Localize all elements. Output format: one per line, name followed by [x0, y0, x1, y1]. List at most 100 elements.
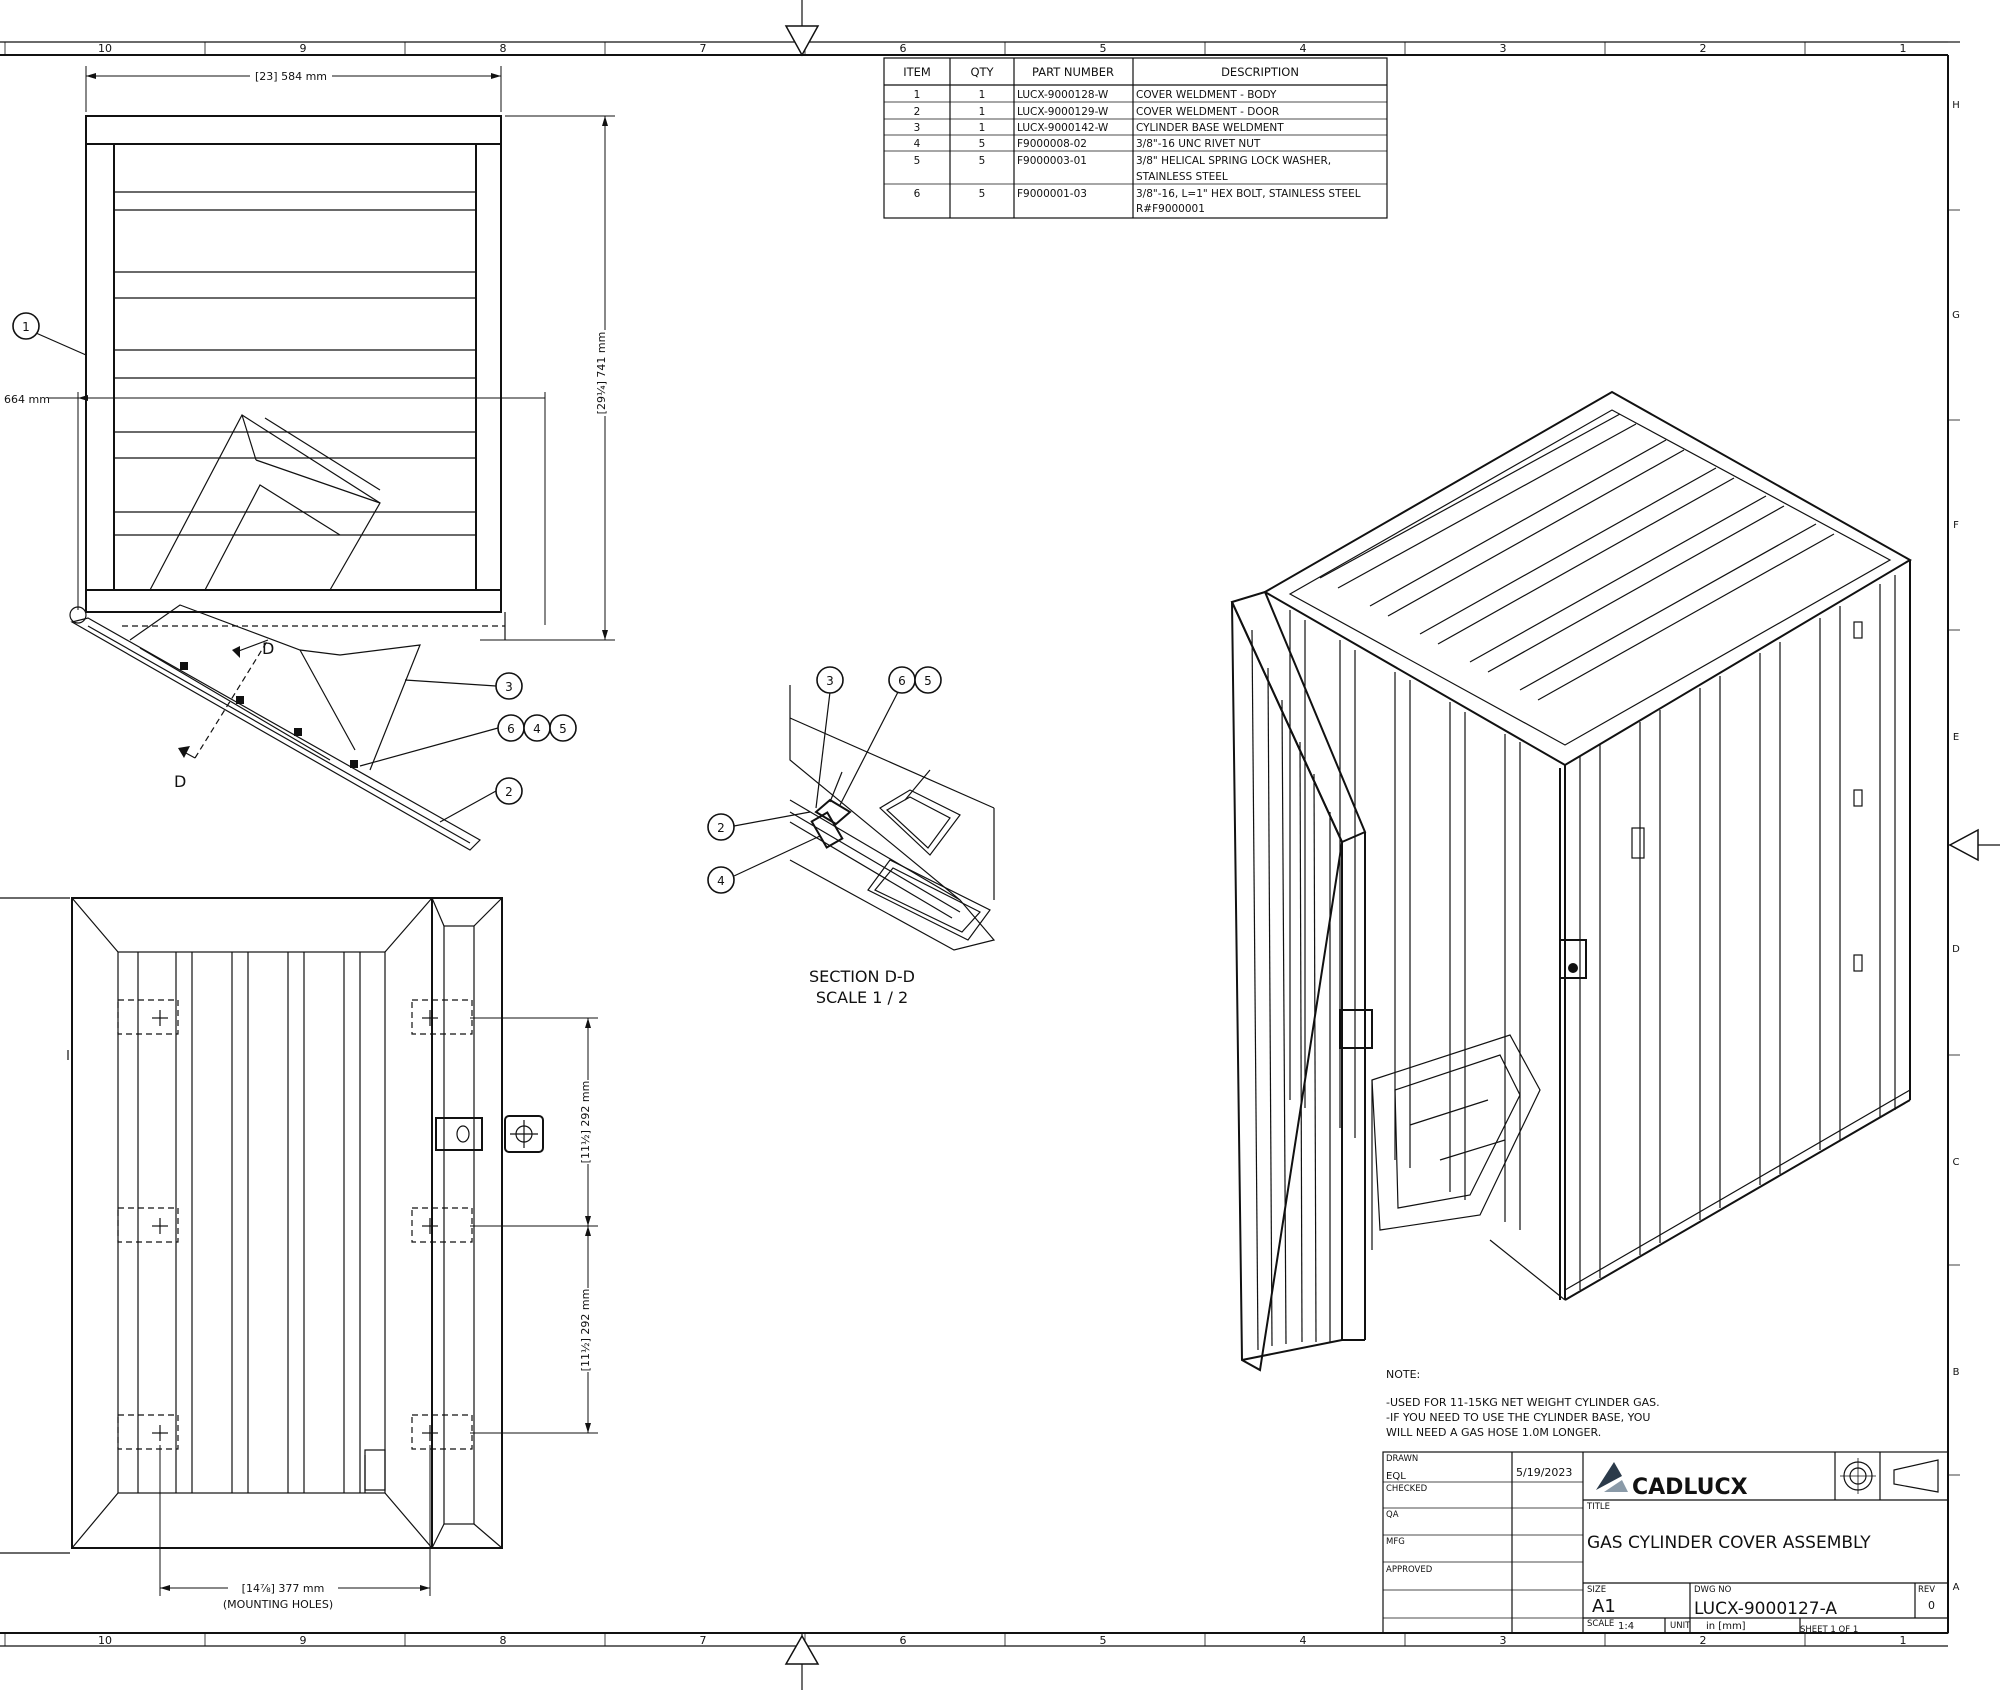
dim-upper: [11½] 292 mm — [579, 1081, 592, 1164]
section-scale: SCALE 1 / 2 — [816, 988, 908, 1007]
front-balloons: 1 3 6 4 5 2 — [12, 312, 577, 823]
projection-symbol-icon — [1840, 1458, 1939, 1494]
bottom-col-label: 1 — [1900, 1634, 1907, 1647]
bom-qty: 1 — [979, 89, 986, 101]
centering-mark-top — [784, 0, 820, 57]
bom-header-item: ITEM — [903, 65, 931, 79]
front-view: D D [23] 584 mm [29¼] 741 mm 664 mm — [0, 66, 615, 851]
bottom-col-label: 7 — [700, 1634, 707, 1647]
tb-rev: 0 — [1928, 1599, 1935, 1612]
tb-unit-label: UNIT — [1670, 1621, 1691, 1631]
balloon: 3 — [826, 674, 834, 688]
top-col-label: 2 — [1700, 42, 1707, 55]
bom-header-qty: QTY — [970, 65, 994, 79]
balloon: 4 — [533, 722, 541, 736]
tb-checked-label: CHECKED — [1386, 1484, 1428, 1494]
bom-part: F9000001-03 — [1017, 188, 1087, 200]
bom-part: F9000003-01 — [1017, 155, 1087, 167]
bottom-col-label: 8 — [500, 1634, 507, 1647]
drawing-title: GAS CYLINDER COVER ASSEMBLY — [1587, 1533, 1871, 1553]
bom-desc: COVER WELDMENT - BODY — [1136, 89, 1277, 101]
balloon: 5 — [559, 722, 567, 736]
bom-desc: CYLINDER BASE WELDMENT — [1136, 122, 1284, 134]
bom-qty: 5 — [979, 188, 986, 200]
balloon: 5 — [924, 674, 932, 688]
note-line: -USED FOR 11-15KG NET WEIGHT CYLINDER GA… — [1386, 1396, 1660, 1409]
bom-item: 5 — [914, 155, 921, 167]
bottom-col-label: 4 — [1300, 1634, 1307, 1647]
tb-size-label: SIZE — [1587, 1585, 1606, 1595]
row-label: C — [1953, 1157, 1960, 1168]
tb-scale-label: SCALE — [1587, 1619, 1614, 1629]
dim-height: [29¼] 741 mm — [595, 332, 608, 415]
top-view: [11½] 292 mm [11½] 292 mm [14⅞] 377 mm (… — [0, 897, 598, 1611]
row-label: D — [1952, 944, 1960, 955]
bom-part: F9000008-02 — [1017, 138, 1087, 150]
bottom-col-label: 9 — [300, 1634, 307, 1647]
row-label: G — [1952, 310, 1960, 321]
row-label: B — [1953, 1367, 1960, 1378]
row-label: E — [1953, 732, 1959, 743]
balloon: 6 — [898, 674, 906, 688]
balloon: 3 — [505, 680, 513, 694]
bottom-col-label: 6 — [900, 1634, 907, 1647]
note-block: NOTE: -USED FOR 11-15KG NET WEIGHT CYLIN… — [1386, 1368, 1660, 1439]
top-col-label: 8 — [500, 42, 507, 55]
bom-item: 4 — [914, 138, 921, 150]
bom-header-part: PART NUMBER — [1032, 65, 1114, 79]
tb-rev-label: REV — [1918, 1585, 1935, 1595]
section-view: 3 6 5 2 4 SECTION D-D SCALE 1 / 2 — [707, 666, 996, 1007]
bottom-col-label: 3 — [1500, 1634, 1507, 1647]
centering-mark-bottom — [784, 1633, 820, 1690]
bom-qty: 5 — [979, 138, 986, 150]
top-col-label: 7 — [700, 42, 707, 55]
top-col-label: 6 — [900, 42, 907, 55]
top-col-label: 3 — [1500, 42, 1507, 55]
balloon: 6 — [507, 722, 515, 736]
bom-desc: R#F9000001 — [1136, 203, 1205, 215]
dim-holes-note: (MOUNTING HOLES) — [223, 1598, 333, 1611]
top-col-label: 10 — [98, 42, 112, 55]
tb-mfg-label: MFG — [1386, 1537, 1405, 1547]
bom-item: 2 — [914, 106, 921, 118]
balloon: 2 — [717, 821, 725, 835]
tb-drawn-label: DRAWN — [1386, 1454, 1418, 1464]
company-name: CADLUCX — [1632, 1475, 1748, 1500]
dim-holes: [14⅞] 377 mm — [242, 1582, 325, 1595]
balloon: 4 — [717, 874, 725, 888]
dim-width: [23] 584 mm — [255, 70, 327, 83]
drawing-number: LUCX-9000127-A — [1694, 1599, 1837, 1619]
section-title: SECTION D-D — [809, 967, 915, 986]
dim-lower: [11½] 292 mm — [579, 1289, 592, 1372]
top-col-label: 4 — [1300, 42, 1307, 55]
row-label: H — [1952, 100, 1960, 111]
bom-part: LUCX-9000129-W — [1017, 106, 1109, 118]
tb-scale: 1:4 — [1618, 1621, 1634, 1632]
note-line: WILL NEED A GAS HOSE 1.0M LONGER. — [1386, 1426, 1601, 1439]
section-marker: D — [174, 772, 186, 791]
isometric-view — [1230, 390, 1912, 1372]
tb-qa-label: QA — [1386, 1510, 1399, 1520]
top-col-label: 9 — [300, 42, 307, 55]
bottom-col-label: 10 — [98, 1634, 112, 1647]
top-col-label: 1 — [1900, 42, 1907, 55]
section-marker: D — [262, 639, 274, 658]
bom-header-desc: DESCRIPTION — [1221, 65, 1299, 79]
balloon: 2 — [505, 785, 513, 799]
bom-qty: 1 — [979, 106, 986, 118]
bom-desc: STAINLESS STEEL — [1136, 171, 1228, 183]
top-dimensions: [11½] 292 mm [11½] 292 mm [14⅞] 377 mm (… — [159, 1017, 598, 1611]
top-col-label: 5 — [1100, 42, 1107, 55]
bom-item: 6 — [914, 188, 921, 200]
front-dimensions: [23] 584 mm [29¼] 741 mm 664 mm — [0, 66, 615, 641]
section-balloons: 3 6 5 2 4 — [707, 666, 942, 894]
tb-size: A1 — [1592, 1596, 1616, 1617]
bom-desc: COVER WELDMENT - DOOR — [1136, 106, 1279, 118]
tb-dwg-label: DWG NO — [1694, 1585, 1732, 1595]
bottom-col-label: 5 — [1100, 1634, 1107, 1647]
dim-partial: 664 mm — [4, 393, 50, 406]
balloon: 1 — [22, 320, 30, 334]
